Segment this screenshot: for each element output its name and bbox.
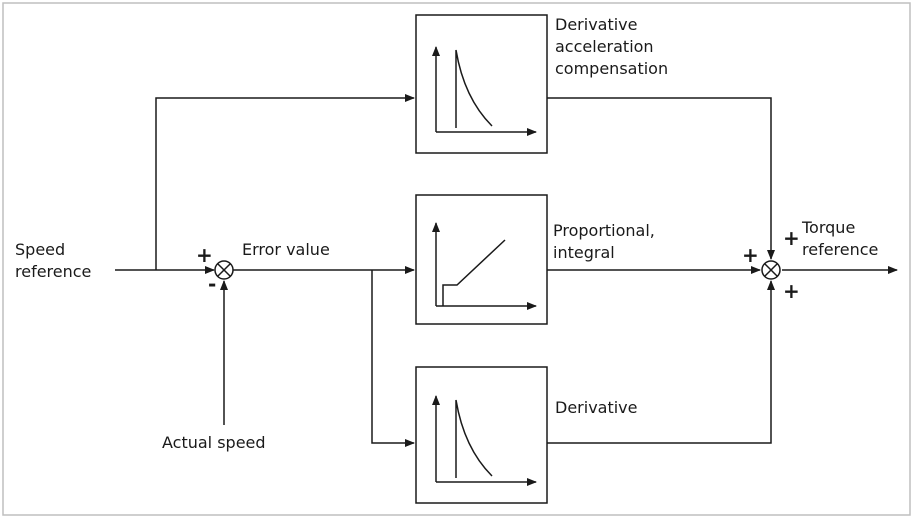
torque-reference-line-1: Torque — [802, 218, 856, 237]
pi-line-1: Proportional, — [553, 221, 655, 240]
derivative-block — [415, 366, 548, 504]
accel-comp-label: Derivative acceleration compensation — [555, 14, 668, 80]
feedforward-branch-line — [155, 94, 415, 270]
right-summing-junction — [761, 260, 781, 280]
accel-comp-output-line — [547, 97, 775, 260]
pi-ramp-curve — [442, 239, 506, 306]
accel-comp-decay-curve — [455, 49, 493, 128]
torque-reference-label: Torque reference — [802, 217, 878, 261]
proportional-integral-label: Proportional, integral — [553, 220, 655, 264]
right-sum-bottom-plus-sign: + — [783, 279, 800, 303]
derivative-branch-line — [371, 270, 415, 447]
actual-speed-label: Actual speed — [162, 433, 266, 452]
pi-line-2: integral — [553, 243, 615, 262]
right-sum-top-plus-sign: + — [783, 226, 800, 250]
pi-block — [415, 194, 548, 325]
accel-comp-line-3: compensation — [555, 59, 669, 78]
speed-reference-label: Speed reference — [15, 239, 91, 283]
left-summing-junction — [214, 260, 234, 280]
error-value-label: Error value — [242, 240, 330, 259]
accel-comp-line-1: Derivative — [555, 15, 638, 34]
left-sum-minus-sign: - — [208, 272, 217, 296]
left-sum-plus-sign: + — [196, 243, 213, 267]
derivative-label: Derivative — [555, 398, 638, 417]
speed-reference-line-2: reference — [15, 262, 92, 281]
speed-reference-line-1: Speed — [15, 240, 66, 259]
derivative-output-line — [547, 280, 775, 444]
accel-comp-block — [415, 14, 548, 154]
accel-comp-line-2: acceleration — [555, 37, 654, 56]
right-sum-left-plus-sign: + — [742, 243, 759, 267]
derivative-decay-curve — [455, 399, 493, 478]
torque-reference-line-2: reference — [802, 240, 879, 259]
